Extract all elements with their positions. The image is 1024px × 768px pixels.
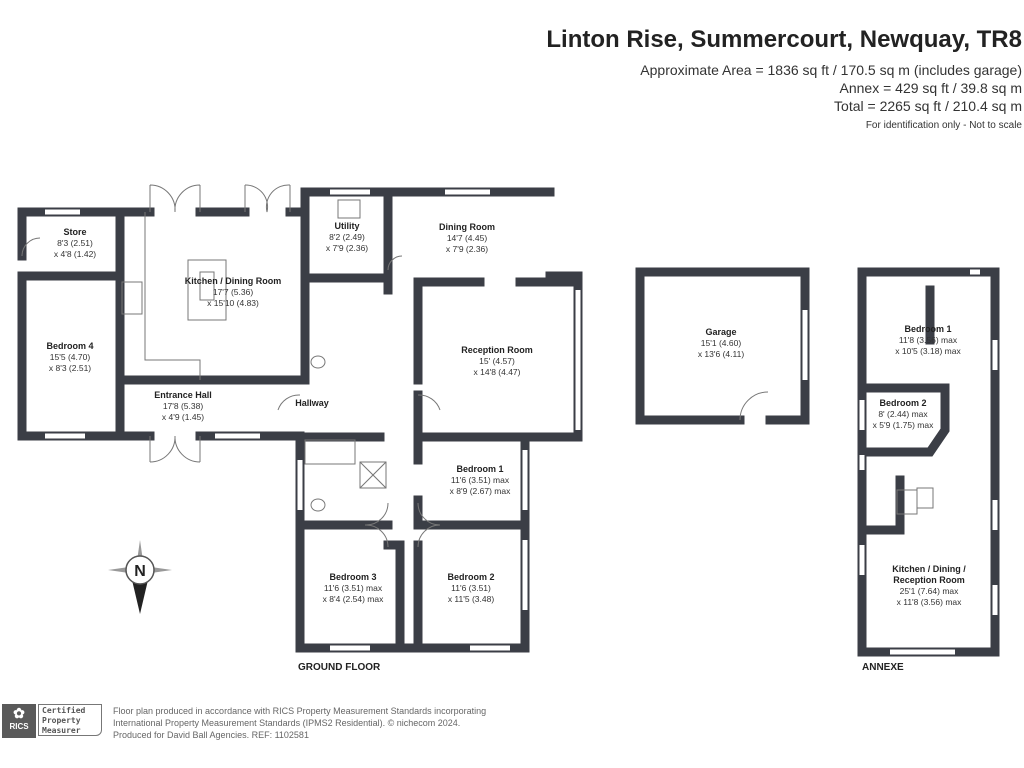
compass-icon: N — [108, 540, 172, 614]
room-hallway: Hallway — [295, 398, 329, 408]
area-main: Approximate Area = 1836 sq ft / 170.5 sq… — [640, 62, 1022, 78]
footer-line-3: Produced for David Ball Agencies. REF: 1… — [113, 730, 309, 740]
ground-floor-label: GROUND FLOOR — [298, 662, 381, 673]
footer-notes: Floor plan produced in accordance with R… — [113, 705, 486, 741]
footer-line-2: International Property Measurement Stand… — [113, 718, 461, 728]
disclaimer: For identification only - Not to scale — [865, 120, 1022, 131]
rics-logo: ✿RICS — [2, 704, 36, 738]
area-annex: Annex = 429 sq ft / 39.8 sq m — [839, 80, 1023, 96]
property-title: Linton Rise, Summercourt, Newquay, TR8 — [546, 26, 1022, 53]
doors — [21, 184, 934, 548]
footer-line-1: Floor plan produced in accordance with R… — [113, 706, 487, 716]
area-total: Total = 2265 sq ft / 210.4 sq m — [834, 98, 1022, 114]
compass-north-label: N — [134, 563, 146, 580]
annexe-label: ANNEXE — [862, 662, 904, 673]
windows — [45, 189, 998, 655]
